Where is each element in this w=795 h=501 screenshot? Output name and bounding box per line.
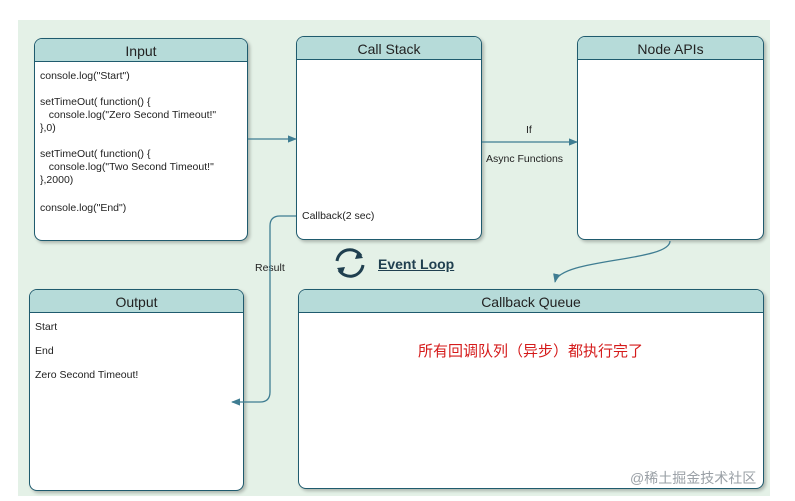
output-box: Output Start End Zero Second Timeout! xyxy=(29,289,244,491)
if-label: If xyxy=(526,124,532,136)
async-functions-label: Async Functions xyxy=(486,153,564,165)
refresh-icon xyxy=(335,248,365,278)
output-line: Zero Second Timeout! xyxy=(35,369,139,381)
node-apis-title: Node APIs xyxy=(578,37,763,60)
callback-queue-title: Callback Queue xyxy=(299,290,763,313)
input-line: console.log("End") xyxy=(40,202,127,214)
input-line: },2000) xyxy=(40,174,74,186)
output-title: Output xyxy=(30,290,243,313)
call-stack-title: Call Stack xyxy=(297,37,481,60)
node-apis-box: Node APIs xyxy=(577,36,764,240)
callback-queue-box: Callback Queue xyxy=(298,289,764,489)
callback-queue-note: 所有回调队列（异步）都执行完了 xyxy=(418,343,644,360)
input-line: setTimeOut( function() { xyxy=(40,96,151,108)
watermark: @稀土掘金技术社区 xyxy=(630,470,757,486)
result-label: Result xyxy=(255,262,285,274)
call-stack-item: Callback(2 sec) xyxy=(302,210,375,222)
output-line: End xyxy=(35,345,54,357)
input-title: Input xyxy=(35,39,247,62)
output-line: Start xyxy=(35,321,58,333)
event-loop-label: Event Loop xyxy=(378,256,455,272)
input-line: },0) xyxy=(40,122,56,134)
call-stack-box: Call Stack Callback(2 sec) xyxy=(296,36,482,240)
input-line: setTimeOut( function() { xyxy=(40,148,151,160)
input-line: console.log("Start") xyxy=(40,70,130,82)
input-box: Input console.log("Start") setTimeOut( f… xyxy=(34,38,248,241)
input-line: console.log("Zero Second Timeout!" xyxy=(40,109,217,121)
input-line: console.log("Two Second Timeout!" xyxy=(40,161,214,173)
